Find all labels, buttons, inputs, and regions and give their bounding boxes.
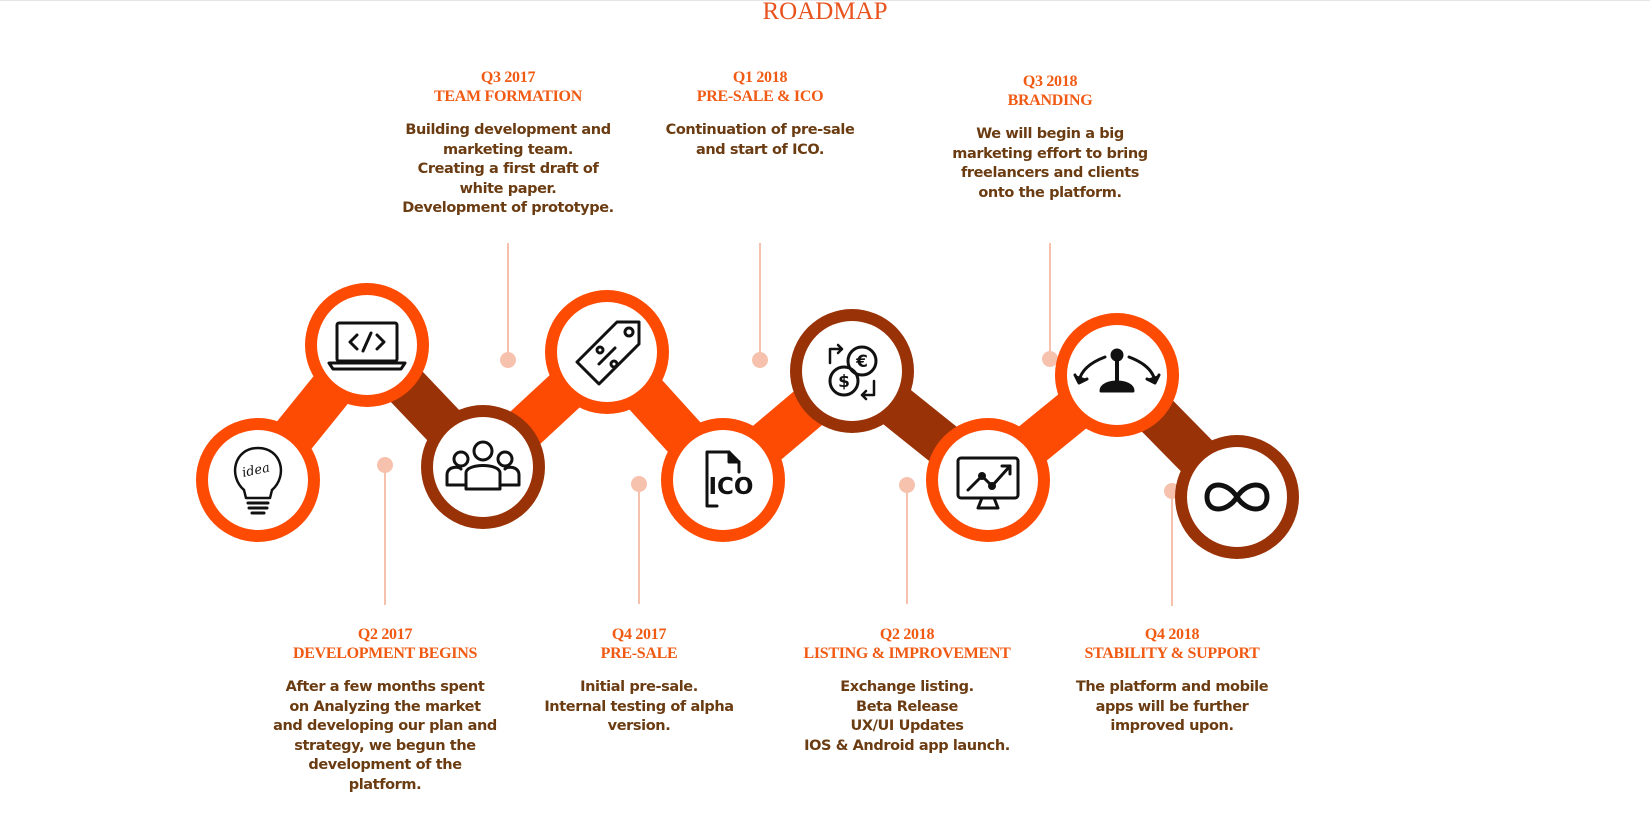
milestone-heading: BRANDING <box>1007 92 1093 109</box>
connector-dot <box>377 457 393 473</box>
milestone-heading: TEAM FORMATION <box>434 88 582 105</box>
description-line: strategy, we begun the <box>294 737 476 754</box>
ico-label: ICO <box>709 474 754 500</box>
description-line: apps will be further <box>1095 698 1249 715</box>
milestone-quarter: Q1 2018 <box>732 69 788 86</box>
description-line: Beta Release <box>856 698 958 715</box>
node-inner <box>208 430 308 530</box>
milestone-description: The platform and mobile apps will be furt… <box>1047 678 1297 737</box>
description-line: Creating a first draft of <box>417 161 599 177</box>
description-line: Initial pre-sale. <box>580 679 698 695</box>
code-laptop-icon <box>327 321 407 371</box>
description-line: white paper. <box>459 180 557 197</box>
milestone-heading: PRE-SALE <box>600 645 678 662</box>
description-line: The platform and mobile <box>1075 679 1269 695</box>
description-line: and start of ICO. <box>695 141 825 158</box>
description-line: version. <box>607 718 671 734</box>
milestone-heading: PRE-SALE & ICO <box>696 88 824 105</box>
description-line: marketing team. <box>443 141 573 158</box>
discount-tag-icon <box>575 320 641 386</box>
description-line: We will begin a big <box>976 126 1124 142</box>
dollar-glyph: $ <box>838 372 850 392</box>
euro-glyph: € <box>855 352 868 372</box>
connector-dot <box>1042 351 1058 367</box>
joystick-control-icon <box>1073 348 1161 393</box>
milestone-heading: DEVELOPMENT BEGINS <box>292 645 478 662</box>
description-line: onto the platform. <box>978 184 1122 201</box>
milestone-description: We will begin a big marketing effort to b… <box>925 125 1175 203</box>
connector-dot <box>899 477 915 493</box>
node-inner <box>673 430 773 530</box>
description-line: platform. <box>348 776 422 793</box>
milestone-description: Initial pre-sale. Internal testing of alp… <box>514 678 764 737</box>
description-line: marketing effort to bring <box>952 145 1148 162</box>
description-line: development of the <box>308 757 462 773</box>
description-line: IOS & Android app launch. <box>804 737 1010 754</box>
team-icon <box>445 440 521 491</box>
description-line: on Analyzing the market <box>289 698 481 715</box>
milestone-quarter: Q2 2018 <box>879 626 935 643</box>
milestone-heading: LISTING & IMPROVEMENT <box>803 645 1011 662</box>
node-inner <box>557 302 657 402</box>
description-line: Development of prototype. <box>402 200 614 216</box>
milestone-heading: STABILITY & SUPPORT <box>1084 645 1260 662</box>
infinity-icon <box>1204 482 1270 512</box>
description-line: After a few months spent <box>285 679 485 695</box>
ico-document-icon: ICO <box>705 450 754 508</box>
connector-dot <box>752 352 768 368</box>
top-divider <box>0 0 1650 1</box>
milestone-quarter: Q3 2017 <box>480 69 536 86</box>
milestone-description: Building development and marketing team. C… <box>383 121 633 219</box>
description-line: improved upon. <box>1110 718 1234 734</box>
milestone-description: Continuation of pre-sale and start of ICO… <box>635 121 885 160</box>
page-title: ROADMAP <box>762 0 888 25</box>
description-line: UX/UI Updates <box>850 718 964 734</box>
description-line: Building development and <box>405 122 611 138</box>
milestone-quarter: Q3 2018 <box>1022 73 1078 90</box>
chart-monitor-icon <box>956 456 1020 510</box>
milestone-description: After a few months spent on Analyzing the… <box>260 678 510 795</box>
connector-dot <box>500 352 516 368</box>
description-line: Internal testing of alpha <box>544 698 734 715</box>
milestone-quarter: Q4 2017 <box>611 626 667 643</box>
milestone-quarter: Q4 2018 <box>1144 626 1200 643</box>
idea-bulb-icon: idea <box>233 446 283 515</box>
milestone-quarter: Q2 2017 <box>357 626 413 643</box>
description-line: freelancers and clients <box>960 165 1140 181</box>
description-line: and developing our plan and <box>273 718 497 734</box>
currency-exchange-icon: €$ <box>828 343 878 401</box>
description-line: Exchange listing. <box>840 679 974 695</box>
description-line: Continuation of pre-sale <box>665 122 855 138</box>
connector-dot <box>631 476 647 492</box>
idea-label: idea <box>241 460 271 480</box>
